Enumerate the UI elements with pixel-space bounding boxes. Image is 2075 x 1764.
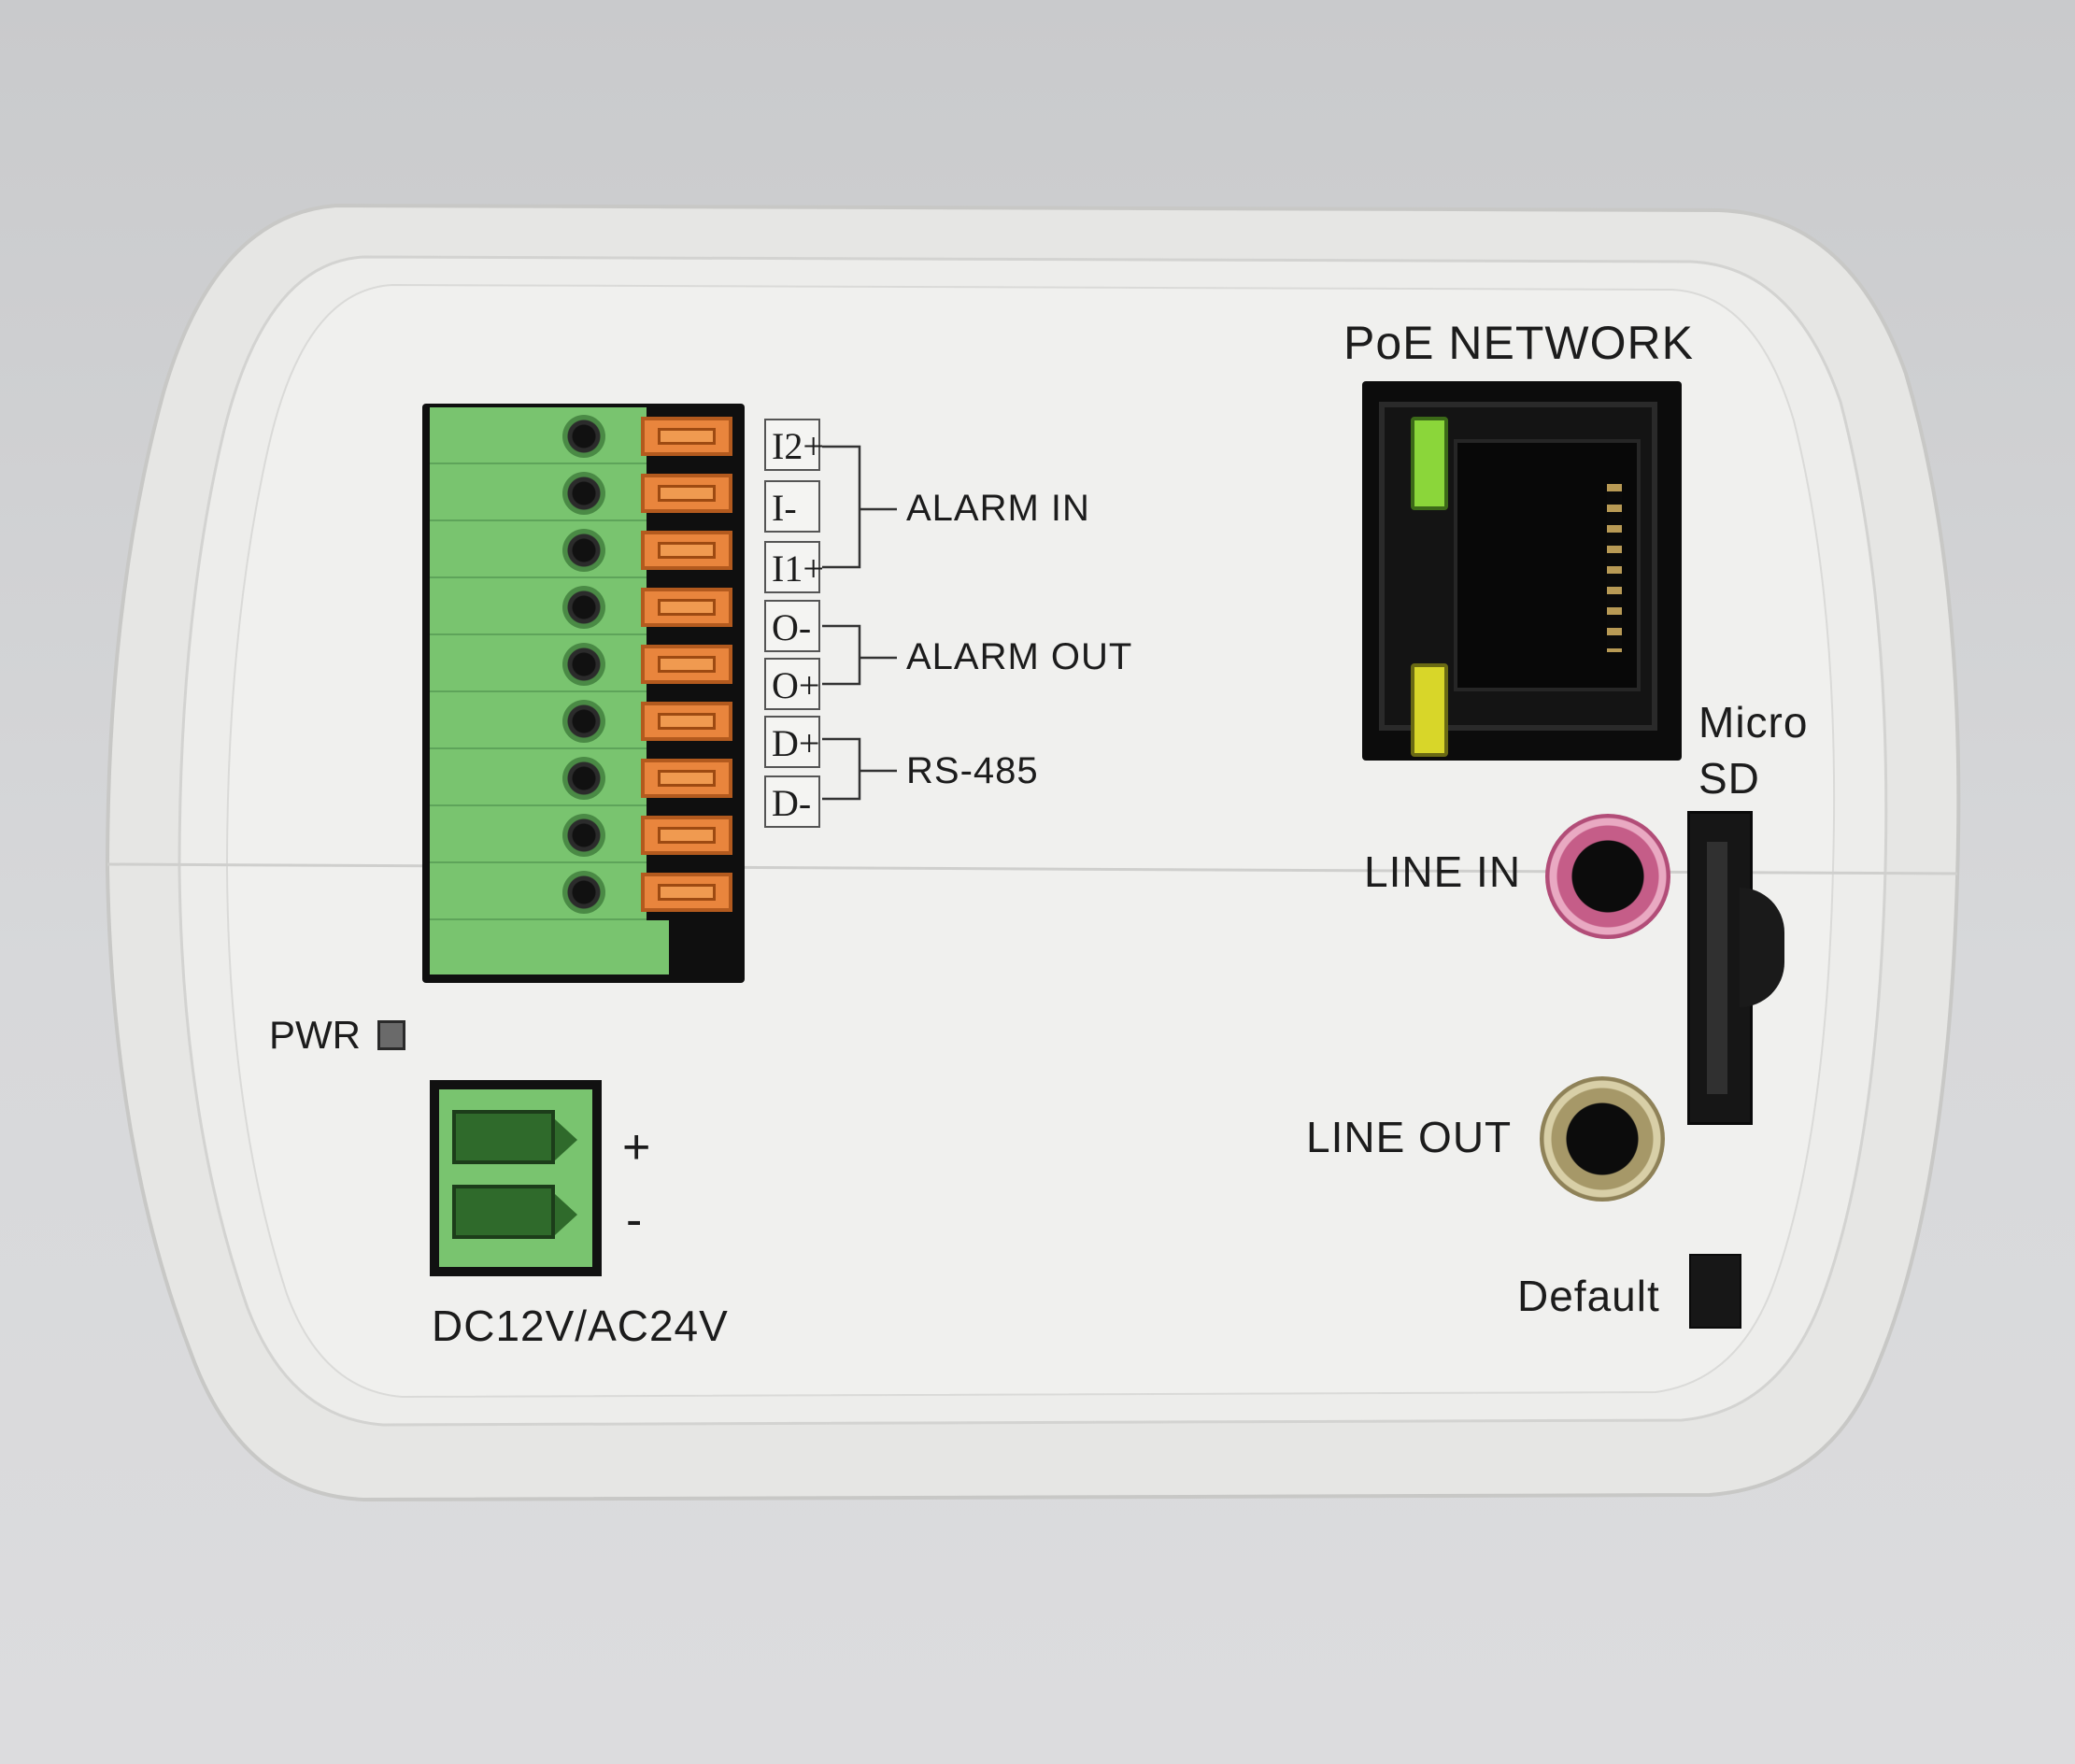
pin-label-d-minus: D- [764, 775, 820, 828]
terminal-screw-icon [562, 757, 605, 800]
terminal-screw-icon [562, 814, 605, 857]
terminal-screw-icon [562, 529, 605, 572]
line-out-label: LINE OUT [1306, 1113, 1513, 1161]
arrow-right-icon [555, 1119, 577, 1160]
terminal-lever[interactable] [641, 474, 732, 513]
link-led-green-icon [1411, 417, 1448, 510]
terminal-body [430, 635, 647, 692]
terminal-lever[interactable] [641, 645, 732, 684]
power-terminal[interactable] [430, 1080, 602, 1276]
terminal-lever[interactable] [641, 588, 732, 627]
terminal-lever[interactable] [641, 816, 732, 855]
power-terminal-top-slot [452, 1110, 555, 1164]
micro-sd-slot-opening [1707, 842, 1727, 1094]
terminal-lever[interactable] [641, 417, 732, 456]
terminal-body [430, 749, 647, 806]
default-label: Default [1517, 1272, 1660, 1320]
power-plus-label: + [622, 1120, 652, 1174]
pin-label-o-minus: O- [764, 600, 820, 652]
terminal-screw-icon [562, 871, 605, 914]
rj45-contacts [1607, 484, 1622, 652]
pin-label-d-plus: D+ [764, 716, 820, 768]
rj45-port[interactable] [1362, 381, 1682, 761]
terminal-body [430, 863, 647, 920]
pwr-label: PWR [269, 1013, 361, 1057]
arrow-right-icon [555, 1194, 577, 1235]
rs485-label: RS-485 [906, 750, 1039, 791]
terminal-lever[interactable] [641, 702, 732, 741]
terminal-body [430, 407, 647, 464]
terminal-screw-icon [562, 472, 605, 515]
terminal-screw-icon [562, 643, 605, 686]
terminal-body [430, 521, 647, 578]
line-in-label: LINE IN [1364, 847, 1522, 896]
alarm-in-label: ALARM IN [906, 488, 1090, 529]
terminal-body [430, 578, 647, 635]
terminal-lever[interactable] [641, 759, 732, 798]
activity-led-yellow-icon [1411, 663, 1448, 757]
pin-label-i2-plus: I2+ [764, 419, 824, 471]
alarm-out-label: ALARM OUT [906, 636, 1133, 677]
line-out-jack[interactable] [1540, 1076, 1665, 1202]
default-reset-button[interactable] [1689, 1254, 1741, 1329]
power-terminal-bottom-slot [452, 1185, 555, 1239]
power-minus-label: - [626, 1193, 644, 1247]
pin-label-o-plus: O+ [764, 658, 820, 710]
terminal-body [430, 692, 647, 749]
pin-label-i-minus: I- [764, 480, 820, 533]
power-led-icon [377, 1020, 405, 1050]
micro-sd-slot[interactable] [1687, 811, 1753, 1125]
terminal-lever[interactable] [641, 531, 732, 570]
pin-label-i1-plus: I1+ [764, 541, 824, 593]
terminal-body [430, 464, 647, 521]
line-in-jack[interactable] [1545, 814, 1670, 939]
micro-sd-label-line2: SD [1698, 754, 1760, 803]
poe-network-label: PoE NETWORK [1343, 317, 1694, 369]
terminal-screw-icon [562, 586, 605, 629]
terminal-body [430, 806, 647, 863]
power-rating-label: DC12V/AC24V [432, 1302, 729, 1350]
io-terminal-block[interactable] [422, 404, 745, 983]
micro-sd-label-line1: Micro [1698, 698, 1809, 747]
terminal-lever[interactable] [641, 873, 732, 912]
terminal-screw-icon [562, 700, 605, 743]
terminal-screw-icon [562, 415, 605, 458]
terminal-base [430, 920, 669, 974]
